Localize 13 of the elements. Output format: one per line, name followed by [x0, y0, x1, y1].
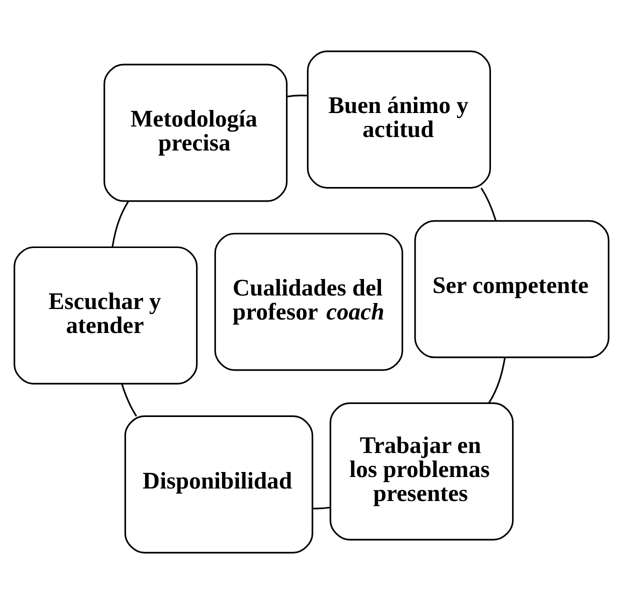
- connector: [480, 188, 496, 220]
- connector: [312, 506, 330, 510]
- node-box: Escuchar y atender: [14, 246, 198, 384]
- node-box: Disponibilidad: [124, 415, 314, 554]
- node-box: Ser competente: [414, 220, 610, 358]
- node-box: Buen ánimo y actitud: [306, 50, 491, 189]
- connector: [121, 384, 138, 417]
- connector: [287, 94, 308, 98]
- node-box: Metodología precisa: [104, 64, 288, 202]
- node-box: Cualidades del profesor coach: [214, 232, 404, 371]
- node-box: Trabajar en los problemas presentes: [330, 402, 514, 540]
- connector: [112, 200, 130, 248]
- connector: [488, 358, 506, 404]
